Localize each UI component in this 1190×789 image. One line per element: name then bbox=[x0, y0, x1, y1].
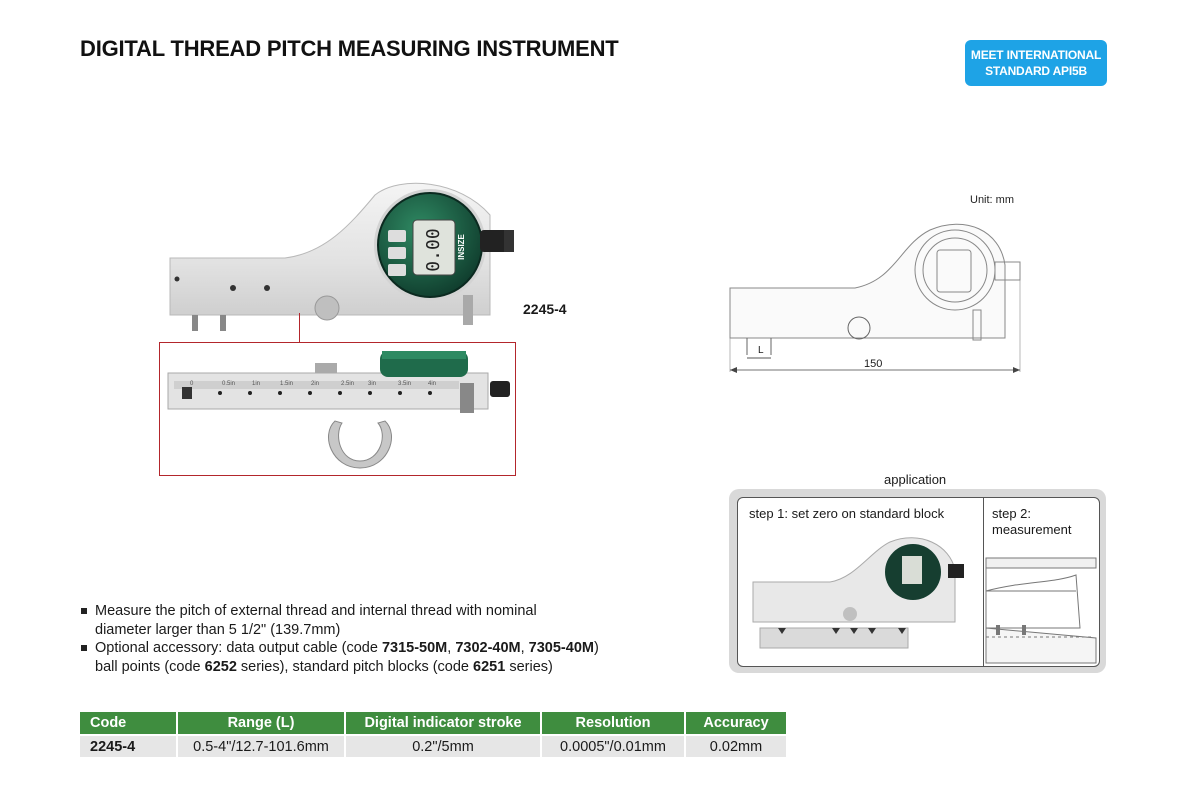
feature-item: Optional accessory: data output cable (c… bbox=[80, 639, 680, 676]
pitch-dimension: L bbox=[758, 345, 764, 356]
scale-mark: 0.5in bbox=[222, 381, 235, 387]
unit-label: Unit: mm bbox=[970, 194, 1014, 206]
table-cell: 0.5-4"/12.7-101.6mm bbox=[177, 734, 346, 757]
scale-mark: 2in bbox=[311, 381, 319, 387]
accessory-code: 7302-40M bbox=[455, 640, 521, 656]
text-fragment: Optional accessory: data output cable (c… bbox=[95, 640, 382, 656]
spec-table: Code Range (L) Digital indicator stroke … bbox=[80, 712, 786, 757]
scale-mark: 1in bbox=[252, 381, 260, 387]
technical-drawing bbox=[729, 223, 1021, 373]
application-divider bbox=[983, 497, 984, 667]
product-model: 2245-4 bbox=[523, 301, 567, 317]
column-header-range: Range (L) bbox=[177, 712, 346, 735]
accessory-code: 7315-50M bbox=[381, 640, 448, 656]
scale-mark: 3.5in bbox=[398, 381, 411, 387]
table-cell: 0.0005"/0.01mm bbox=[541, 734, 686, 757]
step-1-photo bbox=[752, 537, 964, 649]
scale-mark: 2.5in bbox=[341, 381, 354, 387]
page-title: DIGITAL THREAD PITCH MEASURING INSTRUMEN… bbox=[80, 36, 619, 61]
step-1-label: step 1: set zero on standard block bbox=[749, 506, 945, 521]
accessory-code: 6251 bbox=[473, 658, 506, 675]
brand-mark: INSIZE bbox=[457, 233, 466, 259]
badge-line-1: MEET INTERNATIONAL bbox=[970, 48, 1102, 62]
table-header-row: Code Range (L) Digital indicator stroke … bbox=[80, 712, 786, 735]
column-header-stroke: Digital indicator stroke bbox=[345, 712, 542, 735]
scale-mark: 1.5in bbox=[280, 381, 293, 387]
column-header-code: Code bbox=[80, 712, 178, 735]
step-2-line-2: measurement bbox=[992, 522, 1072, 537]
text-fragment: series) bbox=[505, 658, 553, 675]
callout-line bbox=[299, 313, 300, 342]
detail-inset: 0 0.5in 1in 1.5in 2in 2.5in 3in 3.5in 4i… bbox=[159, 342, 516, 476]
step-2-line-1: step 2: bbox=[992, 506, 1032, 521]
table-cell: 2245-4 bbox=[80, 734, 178, 757]
application-label: application bbox=[884, 472, 947, 487]
table-row: 2245-4 0.5-4"/12.7-101.6mm 0.2"/5mm 0.00… bbox=[80, 734, 786, 757]
standard-badge: MEET INTERNATIONAL STANDARD API5B bbox=[965, 40, 1107, 86]
text-fragment: ) bbox=[593, 640, 599, 656]
table-cell: 0.2"/5mm bbox=[345, 734, 542, 757]
accessory-code: 6252 bbox=[204, 658, 237, 675]
scale-mark: 3in bbox=[368, 381, 376, 387]
feature-text-line: ball points (code 6252 series), standard… bbox=[95, 658, 680, 677]
feature-list: Measure the pitch of external thread and… bbox=[80, 602, 680, 676]
feature-text-line: Measure the pitch of external thread and… bbox=[95, 603, 537, 619]
feature-text-line: diameter larger than 5 1/2" (139.7mm) bbox=[95, 621, 341, 638]
feature-text-line: Optional accessory: data output cable (c… bbox=[95, 639, 680, 658]
product-photo: 0.00 INSIZE bbox=[169, 182, 514, 331]
scale-mark: 4in bbox=[428, 381, 436, 387]
accessory-code: 7305-40M bbox=[528, 640, 594, 656]
step-2-label: step 2: measurement bbox=[992, 506, 1092, 538]
step-2-drawing bbox=[985, 557, 1097, 664]
text-fragment: , bbox=[447, 640, 456, 656]
badge-line-2: STANDARD API5B bbox=[985, 64, 1087, 78]
table-cell: 0.02mm bbox=[685, 734, 786, 757]
text-fragment: ball points (code bbox=[95, 658, 205, 675]
column-header-resolution: Resolution bbox=[541, 712, 686, 735]
scale-mark: 0 bbox=[190, 381, 194, 387]
column-header-accuracy: Accuracy bbox=[685, 712, 786, 735]
length-dimension: 150 bbox=[864, 358, 883, 370]
detail-photo: 0 0.5in 1in 1.5in 2in 2.5in 3in 3.5in 4i… bbox=[167, 351, 510, 469]
text-fragment: , bbox=[520, 640, 529, 656]
text-fragment: series), standard pitch blocks (code bbox=[236, 658, 474, 675]
feature-item: Measure the pitch of external thread and… bbox=[80, 602, 680, 639]
display-reading: 0.00 bbox=[423, 228, 444, 271]
